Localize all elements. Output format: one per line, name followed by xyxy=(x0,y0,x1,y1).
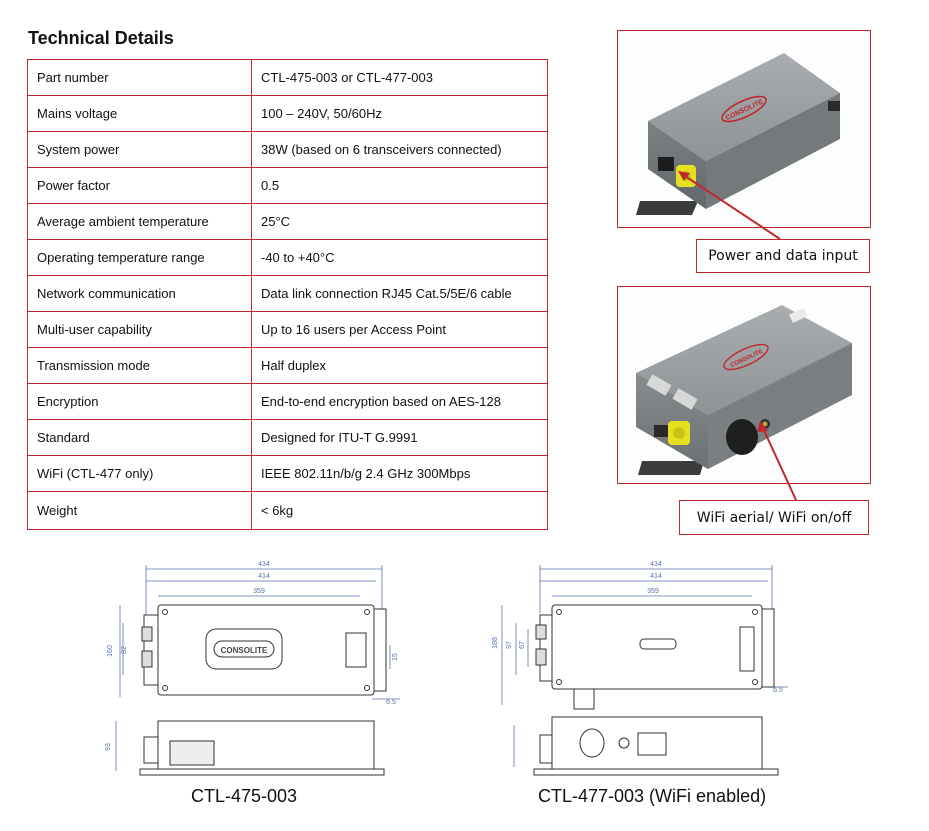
spec-value: Designed for ITU-T G.9991 xyxy=(251,419,548,456)
dim-label: 6.5 xyxy=(386,699,396,706)
dim-label: 15 xyxy=(392,653,399,661)
spec-label: Mains voltage xyxy=(27,95,252,132)
drawing-caption-right: CTL-477-003 (WiFi enabled) xyxy=(538,786,767,806)
spec-label: Encryption xyxy=(27,383,252,420)
dim-label: 6.5 xyxy=(773,687,783,694)
table-row: WiFi (CTL-477 only)IEEE 802.11n/b/g 2.4 … xyxy=(27,455,548,492)
callout-power-data-input: Power and data input xyxy=(696,239,870,273)
spec-label: Network communication xyxy=(27,275,252,312)
spec-value: Half duplex xyxy=(251,347,548,384)
spec-value: 38W (based on 6 transceivers connected) xyxy=(251,131,548,168)
product-photo-wifi: CONSOLITE xyxy=(617,286,871,484)
dim-label: 97 xyxy=(506,641,513,649)
callout-wifi-aerial: WiFi aerial/ WiFi on/off xyxy=(679,500,869,535)
spec-value: IEEE 802.11n/b/g 2.4 GHz 300Mbps xyxy=(251,455,548,492)
spec-label: Power factor xyxy=(27,167,252,204)
spec-value: 0.5 xyxy=(251,167,548,204)
dim-label: 359 xyxy=(647,588,659,595)
dim-label: 160 xyxy=(107,645,114,657)
dim-label: 188 xyxy=(492,637,499,649)
dim-label: 67 xyxy=(519,641,526,649)
section-heading: Technical Details xyxy=(28,28,174,48)
dim-label: 359 xyxy=(253,588,265,595)
drawing-ctl-477: 434 414 359 188 97 67 6.5 xyxy=(492,561,788,776)
spec-value: < 6kg xyxy=(251,491,548,530)
table-row: Weight< 6kg xyxy=(27,491,548,530)
brand-logo: CONSOLITE xyxy=(221,646,268,655)
spec-label: Average ambient temperature xyxy=(27,203,252,240)
drawing-caption-left: CTL-475-003 xyxy=(191,786,298,806)
dim-label: 82 xyxy=(121,646,128,654)
spec-value: CTL-475-003 or CTL-477-003 xyxy=(251,59,548,96)
dim-label: 434 xyxy=(258,561,270,568)
drawing-ctl-475: 434 414 359 160 82 15 6.5 93 CONSOLITE xyxy=(105,561,400,776)
spec-value: 25°C xyxy=(251,203,548,240)
spec-value: Data link connection RJ45 Cat.5/5E/6 cab… xyxy=(251,275,548,312)
spec-value: End-to-end encryption based on AES-128 xyxy=(251,383,548,420)
dim-label: 414 xyxy=(258,573,270,580)
spec-label: Transmission mode xyxy=(27,347,252,384)
spec-label: Standard xyxy=(27,419,252,456)
dim-label: 434 xyxy=(650,561,662,568)
spec-value: 100 – 240V, 50/60Hz xyxy=(251,95,548,132)
dim-label: 93 xyxy=(105,743,112,751)
table-row: Operating temperature range-40 to +40°C xyxy=(27,239,548,276)
spec-label: Multi-user capability xyxy=(27,311,252,348)
spec-label: Part number xyxy=(27,59,252,96)
spec-label: System power xyxy=(27,131,252,168)
dim-label: 414 xyxy=(650,573,662,580)
spec-value: Up to 16 users per Access Point xyxy=(251,311,548,348)
spec-label: Weight xyxy=(27,491,252,530)
spec-label: WiFi (CTL-477 only) xyxy=(27,455,252,492)
spec-label: Operating temperature range xyxy=(27,239,252,276)
product-photo-power-input: CONSOLITE xyxy=(617,30,871,228)
spec-value: -40 to +40°C xyxy=(251,239,548,276)
